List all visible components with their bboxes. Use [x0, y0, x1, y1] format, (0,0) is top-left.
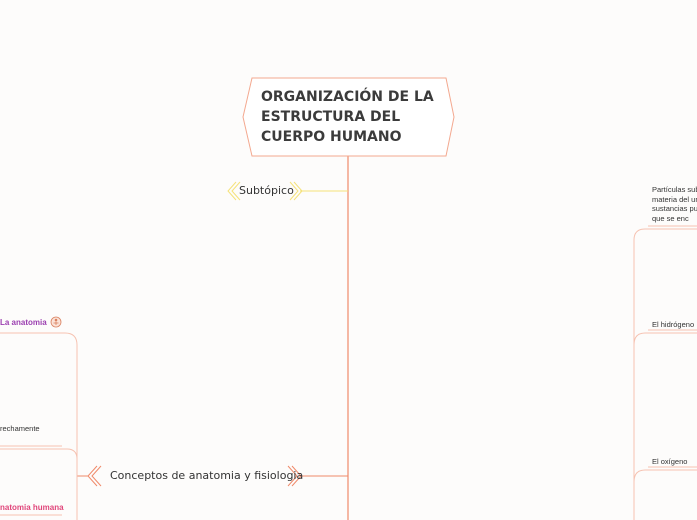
conceptos-left-bracket-icon [87, 465, 102, 487]
particulas-node[interactable]: Partículas sub materia del ur sustancias… [652, 185, 697, 223]
left-branch-curve-middle [0, 448, 78, 476]
oxigeno-node[interactable]: El oxígeno [652, 457, 688, 466]
conceptos-right-bracket-icon [287, 465, 302, 487]
conceptos-node[interactable]: Conceptos de anatomia y fisiologia [110, 469, 304, 482]
la-anatomia-node[interactable]: La anatomia [0, 318, 47, 327]
estrechamente-node[interactable]: rechamente [0, 424, 40, 433]
subtopic-left-bracket-icon [227, 181, 241, 201]
hidrogeno-node[interactable]: El hidrógeno [652, 320, 695, 329]
subtopic-node[interactable]: Subtópico [239, 184, 294, 197]
right-branch-curve-middle [633, 332, 697, 346]
right-branch-curve-top [633, 228, 697, 520]
left-branch-curve-upper [0, 332, 78, 476]
root-node-shape[interactable] [242, 77, 455, 157]
right-branch-curve-lower [633, 469, 697, 483]
root-node-title[interactable]: ORGANIZACIÓN DE LA ESTRUCTURA DEL CUERPO… [261, 89, 434, 145]
anatomy-figure-icon [50, 316, 62, 328]
anatomia-humana-node[interactable]: natomia humana [0, 503, 64, 512]
subtopic-right-bracket-icon [289, 181, 303, 201]
